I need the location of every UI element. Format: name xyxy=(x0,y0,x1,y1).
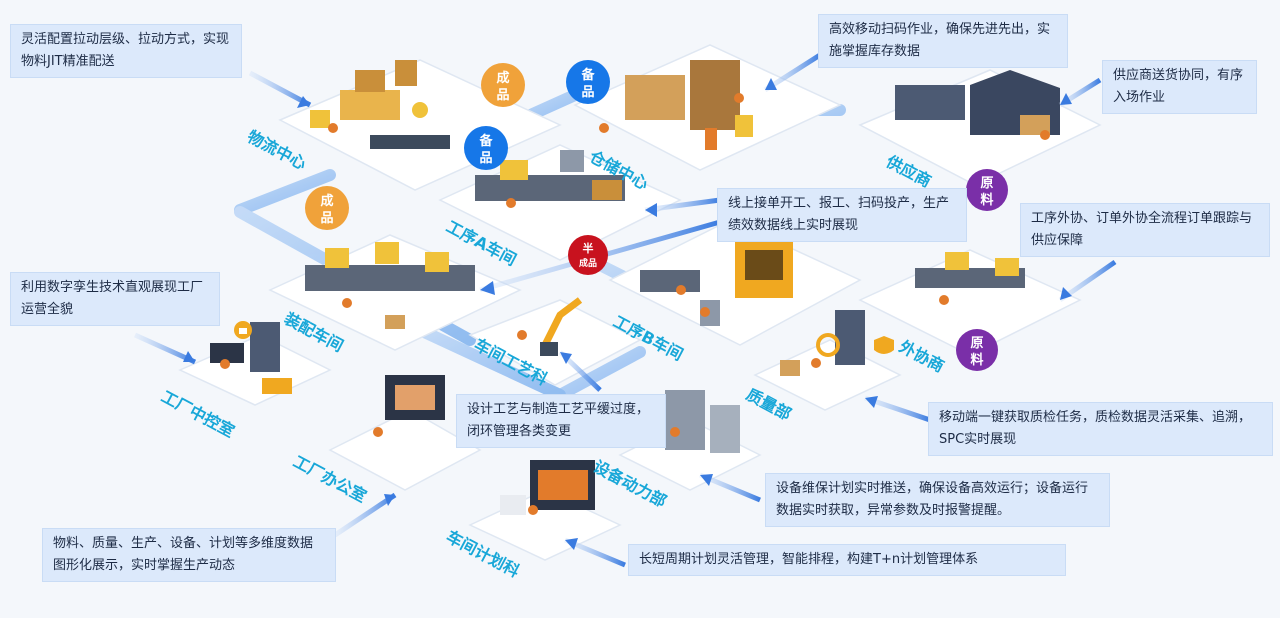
callout-logistics: 灵活配置拉动层级、拉动方式，实现物料JIT精准配送 xyxy=(10,24,242,78)
badge-finished-top-line1: 成 xyxy=(496,70,509,86)
badge-semi-finished-line2: 成品 xyxy=(579,257,597,269)
badge-finished-left-line2: 品 xyxy=(320,211,333,226)
badge-raw-supplier: 原 料 xyxy=(966,169,1008,211)
lock-icon xyxy=(234,321,252,339)
badge-finished-top-line2: 品 xyxy=(496,88,509,103)
callout-equipment: 设备维保计划实时推送，确保设备高效运行；设备运行数据实时获取，异常参数及时报警提… xyxy=(765,473,1110,527)
callout-outsource: 工序外协、订单外协全流程订单跟踪与供应保障 xyxy=(1020,203,1270,257)
callout-warehouse: 高效移动扫码作业，确保先进先出，实施掌握库存数据 xyxy=(818,14,1068,68)
badge-semi-finished-circle xyxy=(568,235,608,275)
assembly-equipment xyxy=(305,242,475,329)
badge-spare-top-circle xyxy=(566,60,610,104)
badge-spare-logistics: 备 品 xyxy=(464,126,508,170)
callout-office: 物料、质量、生产、设备、计划等多维度数据图形化展示，实时掌握生产动态 xyxy=(42,528,336,582)
badge-raw-outsource-line2: 料 xyxy=(970,352,983,368)
zone-logistics-center: 物流中心 xyxy=(244,127,309,174)
quality-equipment xyxy=(780,310,865,376)
platform-office xyxy=(328,409,482,491)
badge-spare-logistics-circle xyxy=(464,126,508,170)
callout-control-room: 利用数字孪生技术直观展现工厂运营全貌 xyxy=(10,272,220,326)
badge-raw-supplier-line1: 原 xyxy=(980,176,993,191)
logistics-equipment xyxy=(310,60,450,149)
material-badges: 成 品 备 品 备 品 成 品 半 成品 原 料 原 xyxy=(305,60,1008,371)
badge-spare-logistics-line1: 备 xyxy=(478,133,493,149)
process-a-equipment xyxy=(475,150,625,201)
badge-semi-finished-line1: 半 xyxy=(583,241,594,255)
supplier-equipment xyxy=(895,70,1060,135)
callout-supplier: 供应商送货协同，有序入场作业 xyxy=(1102,60,1257,114)
callout-process-design: 设计工艺与制造工艺平缓过度，闭环管理各类变更 xyxy=(456,394,666,448)
shield-icon xyxy=(874,336,894,354)
planning-equipment xyxy=(500,460,595,515)
badge-spare-top: 备 品 xyxy=(566,60,610,104)
badge-raw-outsource: 原 料 xyxy=(956,329,998,371)
callout-planning: 长短周期计划灵活管理，智能排程，构建T+n计划管理体系 xyxy=(628,544,1066,576)
office-equipment xyxy=(385,375,445,420)
equipment-dept-equipment xyxy=(665,390,740,453)
badge-semi-finished: 半 成品 xyxy=(568,235,608,275)
control-room-equipment xyxy=(210,322,292,394)
arrowheads xyxy=(183,78,1072,550)
warehouse-equipment xyxy=(625,60,753,150)
zone-control-room: 工厂中控室 xyxy=(158,387,238,441)
badge-raw-outsource-line1: 原 xyxy=(970,336,983,351)
badge-finished-left-line1: 成 xyxy=(320,193,333,209)
badge-spare-top-line1: 备 xyxy=(580,67,595,83)
callout-process-a: 线上接单开工、报工、扫码投产，生产绩效数据线上实时展现 xyxy=(717,188,967,242)
badge-spare-top-line2: 品 xyxy=(581,85,594,100)
badge-raw-supplier-line2: 料 xyxy=(980,192,993,208)
badge-finished-top: 成 品 xyxy=(481,63,525,107)
badge-spare-logistics-line2: 品 xyxy=(479,151,492,166)
workers xyxy=(220,93,1050,515)
badge-finished-top-circle xyxy=(481,63,525,107)
badge-finished-left-circle xyxy=(305,186,349,230)
outsource-equipment xyxy=(915,252,1025,288)
workshop-process-equipment xyxy=(540,297,583,356)
badge-raw-supplier-circle xyxy=(966,169,1008,211)
callout-quality: 移动端一键获取质检任务，质检数据灵活采集、追溯，SPC实时展现 xyxy=(928,402,1273,456)
zone-outsource: 外协商 xyxy=(895,336,947,376)
process-b-equipment xyxy=(640,238,793,326)
badge-raw-outsource-circle xyxy=(956,329,998,371)
badge-finished-left: 成 品 xyxy=(305,186,349,230)
